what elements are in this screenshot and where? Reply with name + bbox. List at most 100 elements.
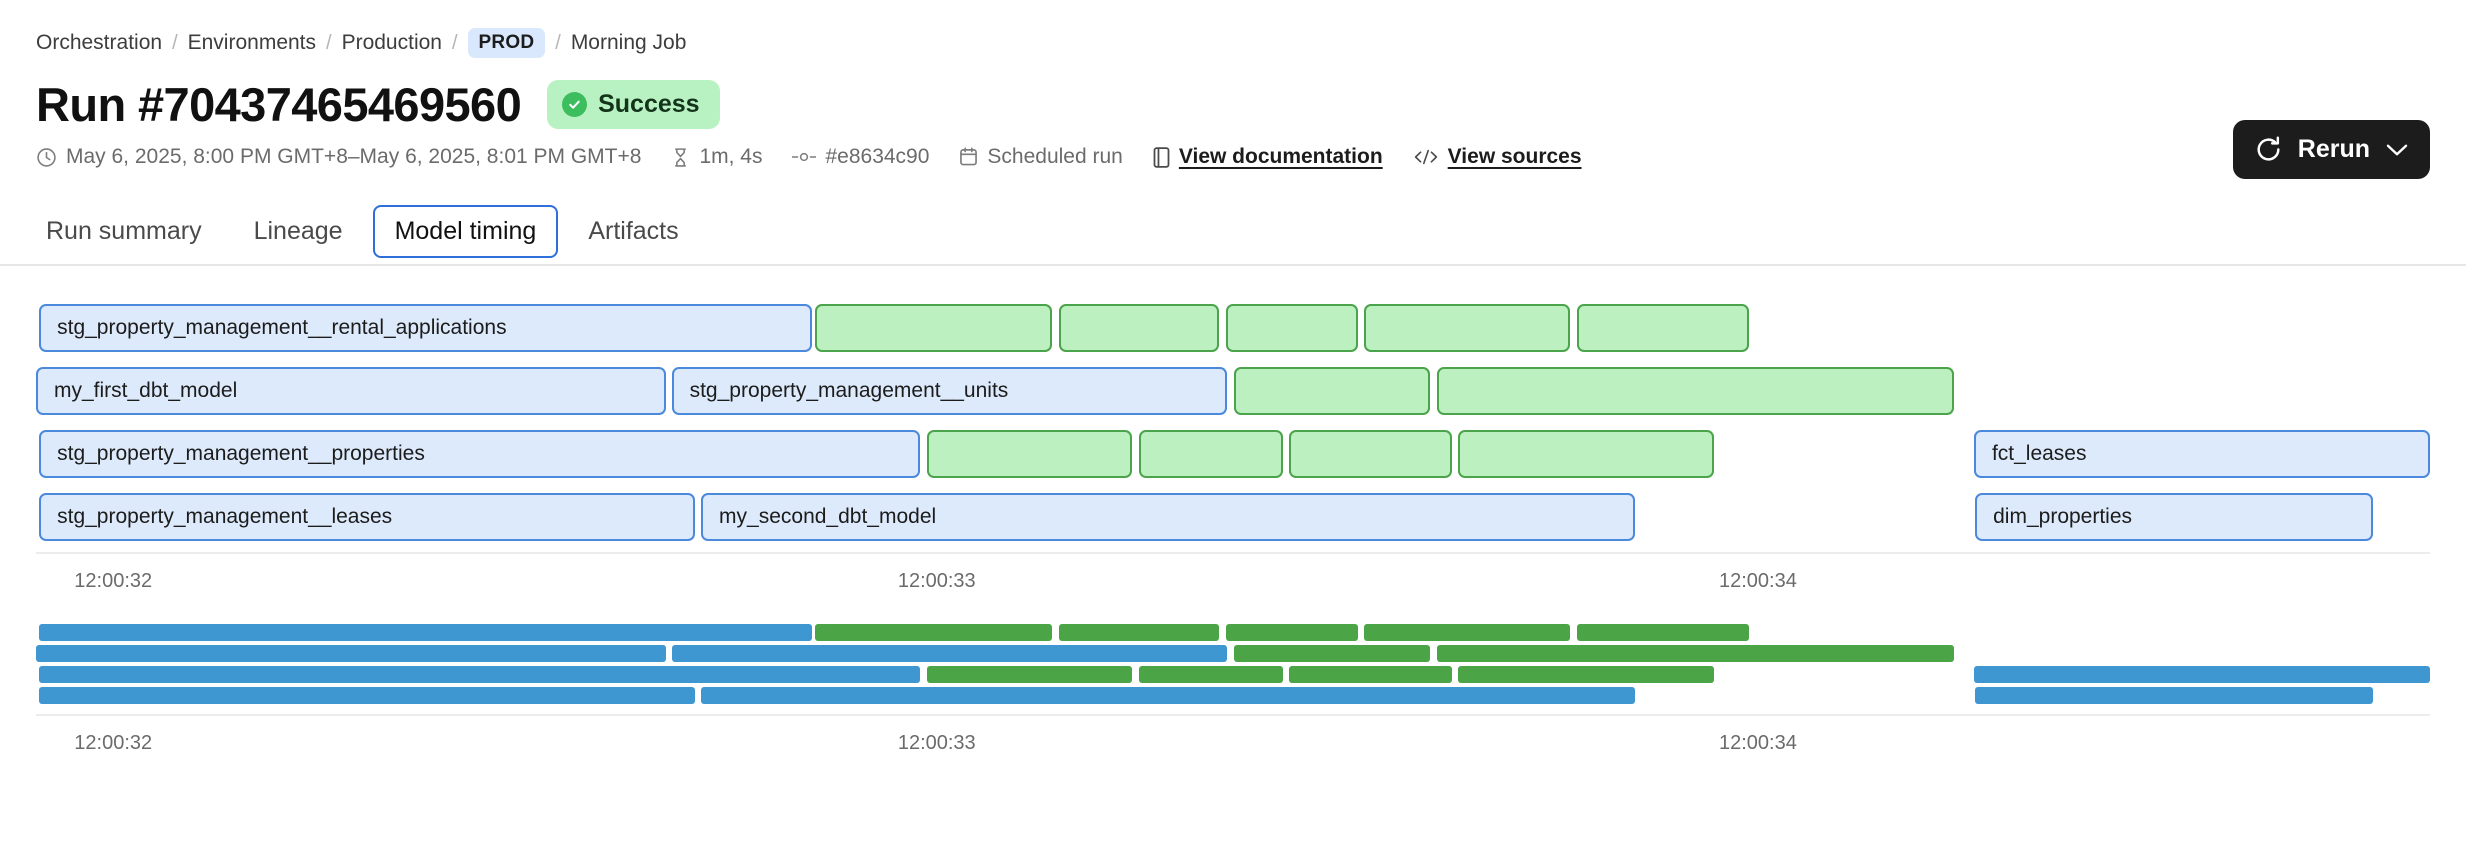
gantt-row: stg_property_management__rental_applicat… [36,304,2430,352]
overview-gantt-bar-test[interactable] [1058,624,1220,641]
tab-bar: Run summary Lineage Model timing Artifacts [0,183,2466,266]
check-circle-icon [562,92,588,117]
overview-gantt-chart [36,624,2430,706]
meta-trigger: Scheduled run [959,145,1123,169]
overview-gantt-bar-model[interactable] [1975,687,2373,704]
meta-trigger-text: Scheduled run [987,145,1123,168]
gantt-bar-stg_property_management__rental_applications[interactable]: stg_property_management__rental_applicat… [39,304,813,352]
gantt-bar-my_second_dbt_model[interactable]: my_second_dbt_model [701,493,1635,541]
gantt-bar-label: dim_properties [1993,505,2133,528]
gantt-bar-fct_leases[interactable]: fct_leases [1973,430,2430,478]
gantt-bar-test[interactable] [1226,304,1358,352]
gantt-bar-label: stg_property_management__rental_applicat… [57,316,507,339]
gantt-bar-stg_property_management__units[interactable]: stg_property_management__units [671,367,1227,415]
gantt-bar-label: my_second_dbt_model [719,505,937,528]
meta-timestamp: May 6, 2025, 8:00 PM GMT+8–May 6, 2025, … [36,145,641,169]
tab-artifacts[interactable]: Artifacts [588,217,679,245]
gantt-bar-label: stg_property_management__properties [57,442,425,465]
gantt-bar-test[interactable] [1138,430,1283,478]
overview-gantt-bar-test[interactable] [1363,624,1570,641]
model-timing-chart-area: stg_property_management__rental_applicat… [0,304,2466,760]
gantt-bar-dim_properties[interactable]: dim_properties [1975,493,2373,541]
overview-gantt-bar-test[interactable] [1458,666,1715,683]
gantt-bar-test[interactable] [1437,367,1955,415]
run-metadata: May 6, 2025, 8:00 PM GMT+8–May 6, 2025, … [0,129,2466,169]
gantt-row: stg_property_management__properties fct_l… [36,430,2430,478]
overview-gantt-bar-test[interactable] [926,666,1133,683]
hourglass-icon [671,147,690,168]
gantt-bar-label: fct_leases [1991,442,2087,465]
breadcrumb: Orchestration / Environments / Production / PR… [0,0,2466,58]
overview-gantt-bar-model[interactable] [671,645,1227,662]
breadcrumb-item-orchestration[interactable]: Orchestration [36,31,163,54]
breadcrumb-separator: / [451,31,458,54]
gantt-bar-label: stg_property_management__leases [57,505,393,528]
gantt-bar-test[interactable] [1458,430,1715,478]
axis-tick-label: 12:00:33 [897,732,976,754]
tab-lineage[interactable]: Lineage [253,217,343,245]
overview-gantt-bar-model[interactable] [39,666,921,683]
gantt-bar-label: stg_property_management__units [689,379,1009,402]
overview-gantt-row [36,687,2430,704]
axis-tick-label: 12:00:34 [1718,570,1797,592]
meta-commit: #e8634c90 [792,145,929,169]
overview-gantt-bar-model[interactable] [701,687,1635,704]
meta-duration-text: 1m, 4s [699,145,763,168]
refresh-icon [2255,136,2282,163]
axis-tick-label: 12:00:33 [897,570,976,592]
gantt-bar-test[interactable] [815,304,1053,352]
title-row: Run #70437465469560 Success [0,58,2466,129]
view-documentation-label[interactable]: View documentation [1178,145,1383,168]
view-sources-link[interactable]: View sources [1413,145,1582,169]
gantt-bar-test[interactable] [926,430,1133,478]
breadcrumb-item-production[interactable]: Production [341,31,442,54]
overview-gantt-bar-test[interactable] [1576,624,1749,641]
meta-timestamp-text: May 6, 2025, 8:00 PM GMT+8–May 6, 2025, … [66,145,642,168]
overview-gantt-bar-model[interactable] [39,624,813,641]
axis-tick-label: 12:00:32 [74,570,153,592]
view-documentation-link[interactable]: View documentation [1153,145,1383,169]
breadcrumb-item-prod[interactable]: PROD [467,28,546,58]
overview-gantt-row [36,624,2430,641]
gantt-bar-my_first_dbt_model[interactable]: my_first_dbt_model [36,367,666,415]
chevron-down-icon[interactable] [2386,143,2408,157]
gantt-bar-stg_property_management__leases[interactable]: stg_property_management__leases [39,493,696,541]
overview-gantt-row [36,666,2430,683]
overview-gantt-bar-model[interactable] [39,687,696,704]
breadcrumb-separator: / [172,31,178,54]
breadcrumb-item-morning-job[interactable]: Morning Job [570,31,687,54]
overview-gantt-bar-test[interactable] [1437,645,1955,662]
tab-model-timing[interactable]: Model timing [372,205,559,258]
gantt-bar-test[interactable] [1363,304,1570,352]
overview-gantt-bar-test[interactable] [1234,645,1431,662]
calendar-icon [959,147,978,167]
gantt-bar-stg_property_management__properties[interactable]: stg_property_management__properties [39,430,921,478]
axis-tick-label: 12:00:32 [74,732,153,754]
gantt-row: stg_property_management__leases my_second… [36,493,2430,541]
axis-tick-label: 12:00:34 [1718,732,1797,754]
detailed-gantt-chart: stg_property_management__rental_applicat… [36,304,2430,544]
breadcrumb-separator: / [555,31,561,54]
meta-commit-text: #e8634c90 [825,145,930,168]
gantt-bar-label: my_first_dbt_model [54,379,238,402]
gantt-bar-test[interactable] [1576,304,1749,352]
breadcrumb-item-environments[interactable]: Environments [187,31,317,54]
page-title: Run #70437465469560 [36,78,522,131]
overview-gantt-row [36,645,2430,662]
overview-gantt-bar-test[interactable] [1288,666,1452,683]
gantt-bar-test[interactable] [1234,367,1431,415]
tab-run-summary[interactable]: Run summary [46,217,202,245]
overview-gantt-bar-test[interactable] [815,624,1053,641]
view-sources-label[interactable]: View sources [1447,145,1582,168]
code-icon [1413,148,1439,166]
overview-gantt-bar-test[interactable] [1226,624,1358,641]
gantt-row: my_first_dbt_model stg_property_managemen… [36,367,2430,415]
gantt-bar-test[interactable] [1288,430,1452,478]
gantt-bar-test[interactable] [1058,304,1220,352]
rerun-button-label: Rerun [2297,135,2370,163]
rerun-button[interactable]: Rerun [2232,120,2430,179]
overview-gantt-bar-model[interactable] [1973,666,2430,683]
overview-gantt-bar-test[interactable] [1138,666,1283,683]
overview-gantt-bar-model[interactable] [36,645,666,662]
